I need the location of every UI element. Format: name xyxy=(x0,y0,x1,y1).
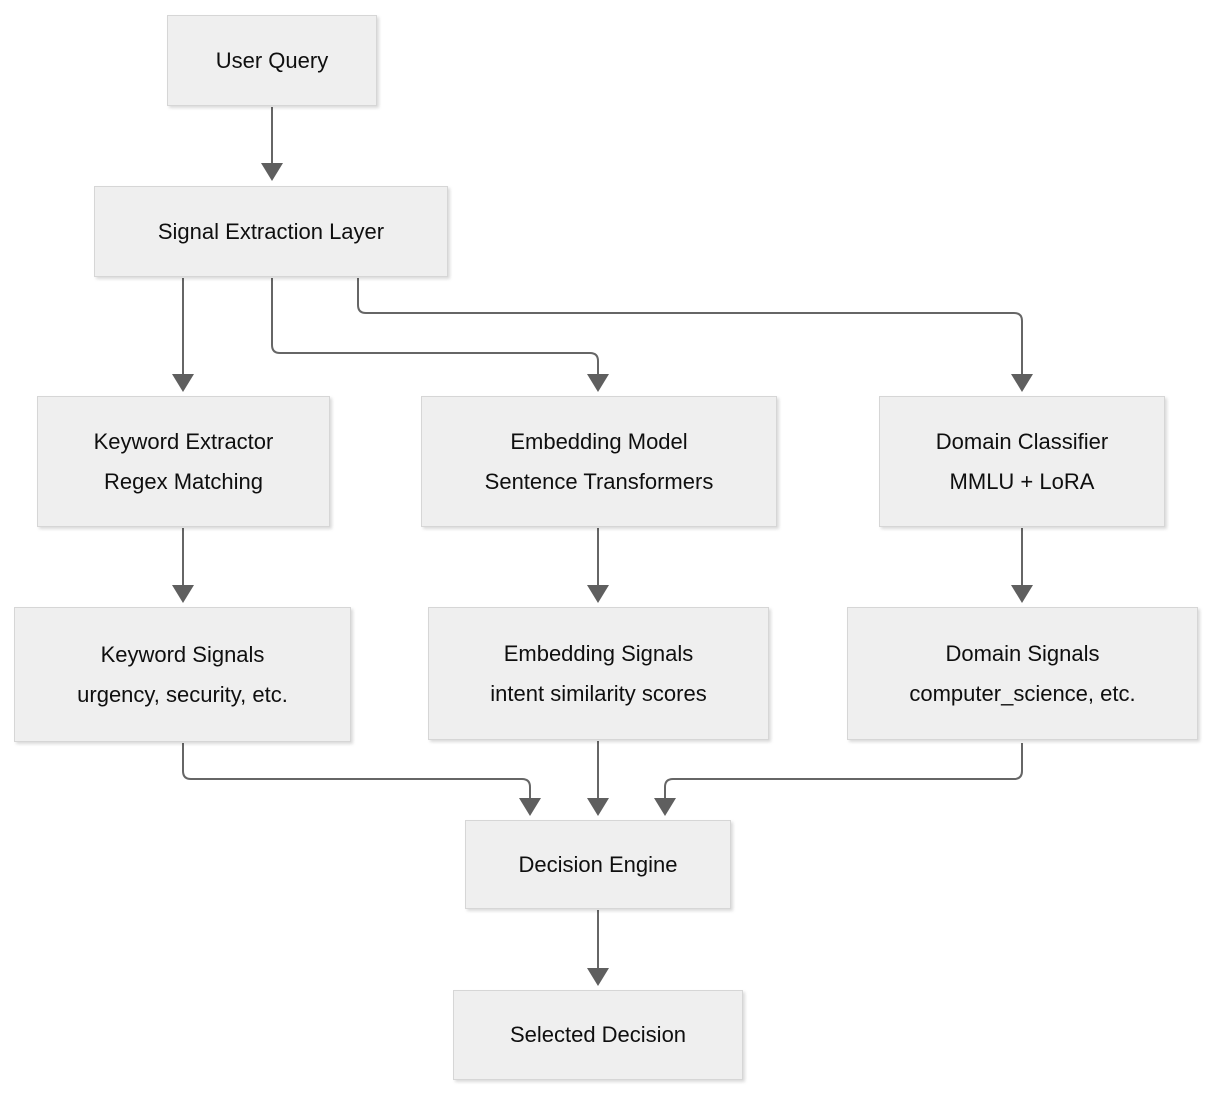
arrowhead-icon xyxy=(172,585,194,603)
arrowhead-icon xyxy=(587,374,609,392)
node-selected-decision: Selected Decision xyxy=(453,990,743,1080)
arrowhead-icon xyxy=(1011,585,1033,603)
node-user-query: User Query xyxy=(167,15,377,106)
node-embedding-model: Embedding Model Sentence Transformers xyxy=(421,396,777,527)
arrowhead-icon xyxy=(587,798,609,816)
node-embedding-signals: Embedding Signals intent similarity scor… xyxy=(428,607,769,740)
arrowhead-icon xyxy=(519,798,541,816)
node-title: Decision Engine xyxy=(518,851,678,877)
node-subtitle: intent similarity scores xyxy=(490,680,707,706)
node-subtitle: urgency, security, etc. xyxy=(77,681,288,707)
node-subtitle: Regex Matching xyxy=(104,468,263,494)
node-subtitle: MMLU + LoRA xyxy=(949,468,1095,494)
node-keyword-signals: Keyword Signals urgency, security, etc. xyxy=(14,607,351,742)
arrowhead-icon xyxy=(1011,374,1033,392)
edge-signal-extraction-to-domain-classifier xyxy=(357,278,1023,374)
node-subtitle: Sentence Transformers xyxy=(484,468,714,494)
node-domain-signals: Domain Signals computer_science, etc. xyxy=(847,607,1198,740)
node-subtitle: computer_science, etc. xyxy=(909,680,1136,706)
node-signal-extraction-layer: Signal Extraction Layer xyxy=(94,186,448,277)
node-title: Embedding Model xyxy=(510,428,688,454)
edge-keyword-signals-to-decision-engine xyxy=(182,743,531,798)
node-title: Domain Classifier xyxy=(935,428,1109,454)
arrowhead-icon xyxy=(587,968,609,986)
node-title: Selected Decision xyxy=(509,1022,687,1047)
node-domain-classifier: Domain Classifier MMLU + LoRA xyxy=(879,396,1165,527)
arrowhead-icon xyxy=(172,374,194,392)
edge-signal-extraction-to-embedding-model xyxy=(271,278,599,374)
node-title: Keyword Extractor xyxy=(93,428,274,454)
arrowhead-icon xyxy=(587,585,609,603)
node-title: User Query xyxy=(215,47,329,73)
node-decision-engine: Decision Engine xyxy=(465,820,731,909)
node-title: Domain Signals xyxy=(945,640,1100,666)
node-title: Embedding Signals xyxy=(503,640,694,666)
edge-domain-signals-to-decision-engine xyxy=(664,743,1023,798)
arrowhead-icon xyxy=(654,798,676,816)
node-title: Keyword Signals xyxy=(100,641,265,667)
arrowhead-icon xyxy=(261,163,283,181)
node-keyword-extractor: Keyword Extractor Regex Matching xyxy=(37,396,330,527)
node-title: Signal Extraction Layer xyxy=(157,218,385,244)
